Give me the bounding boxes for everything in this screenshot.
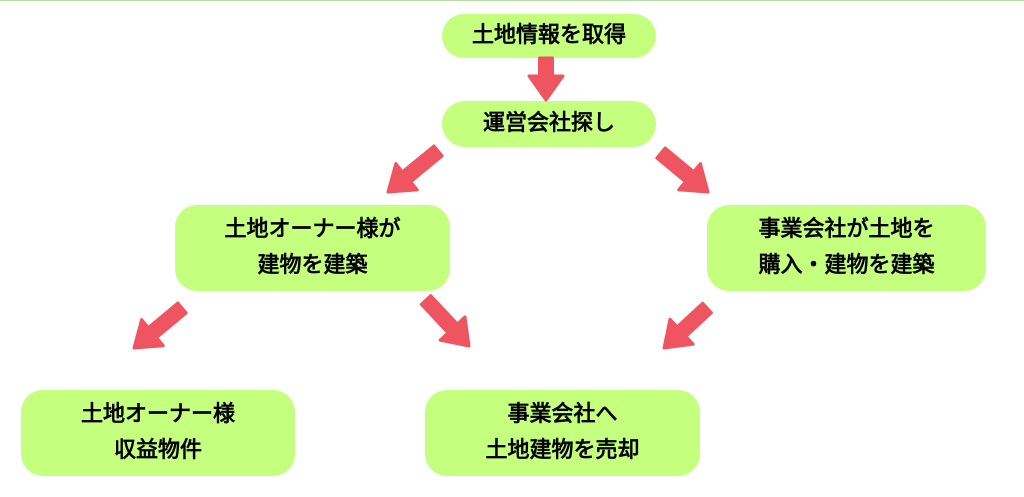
node-label: 購入・建物を建築 — [758, 253, 935, 278]
node-label: 土地オーナー様が — [224, 217, 401, 242]
arrow-operator-to-owner-build-icon — [386, 144, 444, 194]
node-label: 事業会社が土地を — [758, 217, 935, 242]
arrow-acquire-to-operator-icon — [527, 56, 565, 102]
node-find-operator: 運営会社探し — [442, 101, 656, 147]
node-owner-builds: 土地オーナー様が 建物を建築 — [175, 205, 450, 291]
top-divider — [0, 0, 1024, 1]
arrow-owner-build-to-sell-icon — [419, 294, 471, 348]
node-owner-income-property: 土地オーナー様 収益物件 — [21, 390, 295, 476]
arrow-owner-build-to-owner-income-icon — [132, 301, 188, 350]
node-label: 建物を建築 — [257, 253, 368, 278]
node-label: 土地オーナー様 — [80, 402, 235, 427]
node-label: 事業会社へ — [507, 402, 618, 427]
node-label: 土地情報を取得 — [471, 23, 626, 48]
node-label: 運営会社探し — [482, 111, 615, 136]
arrow-company-buy-to-sell-icon — [662, 301, 713, 350]
node-company-buys: 事業会社が土地を 購入・建物を建築 — [707, 205, 986, 291]
node-sell-to-company: 事業会社へ 土地建物を売却 — [425, 390, 700, 476]
node-label: 土地建物を売却 — [485, 438, 640, 463]
arrow-operator-to-company-buy-icon — [655, 146, 710, 194]
node-acquire-land-info: 土地情報を取得 — [442, 14, 656, 58]
node-label: 収益物件 — [113, 438, 202, 463]
